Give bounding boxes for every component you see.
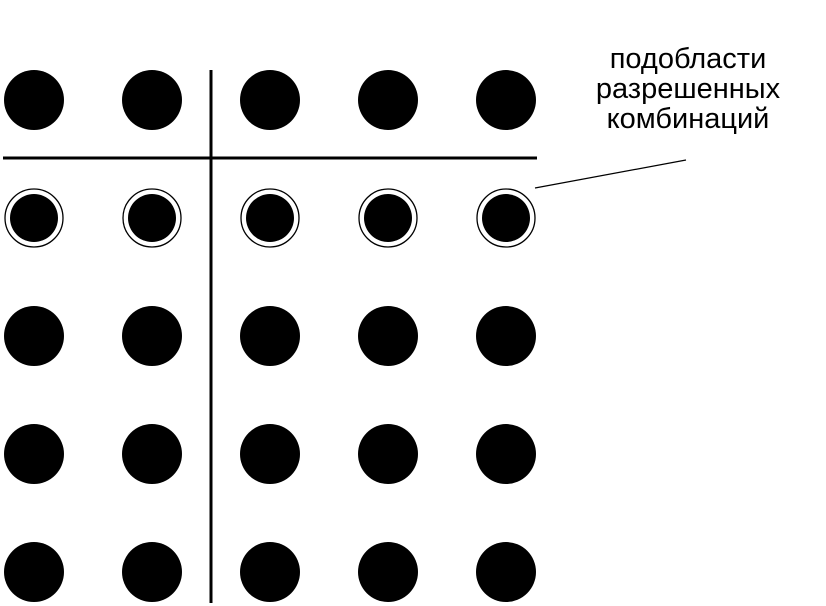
highlighted-dot-r1-c3 — [364, 194, 412, 242]
dot-r2-c2 — [240, 306, 300, 366]
dot-r3-c2 — [240, 424, 300, 484]
dot-r2-c0 — [4, 306, 64, 366]
callout-label: подобласти разрешенных комбинаций — [578, 44, 798, 134]
dot-r0-c4 — [476, 70, 536, 130]
dot-r4-c2 — [240, 542, 300, 602]
callout-label-line-1: подобласти — [609, 43, 767, 75]
callout-label-line-3: комбинаций — [606, 103, 770, 135]
highlight-ring-r1-c0 — [4, 188, 64, 248]
dot-r4-c4 — [476, 542, 536, 602]
dot-r3-c0 — [4, 424, 64, 484]
dot-r2-c1 — [122, 306, 182, 366]
dot-r2-c3 — [358, 306, 418, 366]
callout-leader-line — [534, 159, 687, 189]
dot-r2-c4 — [476, 306, 536, 366]
dot-r4-c3 — [358, 542, 418, 602]
dot-r3-c4 — [476, 424, 536, 484]
dot-r0-c1 — [122, 70, 182, 130]
callout-label-line-2: разрешенных — [595, 73, 781, 105]
dot-r4-c1 — [122, 542, 182, 602]
dot-r3-c3 — [358, 424, 418, 484]
highlight-ring-r1-c2 — [240, 188, 300, 248]
highlight-ring-r1-c1 — [122, 188, 182, 248]
highlighted-dot-r1-c2 — [246, 194, 294, 242]
dot-r4-c0 — [4, 542, 64, 602]
highlighted-dot-r1-c0 — [10, 194, 58, 242]
highlighted-dot-r1-c4 — [482, 194, 530, 242]
highlight-ring-r1-c4 — [476, 188, 536, 248]
dot-grid — [4, 70, 536, 602]
highlighted-dot-r1-c1 — [128, 194, 176, 242]
highlight-ring-r1-c3 — [358, 188, 418, 248]
dot-r3-c1 — [122, 424, 182, 484]
dot-r0-c0 — [4, 70, 64, 130]
dot-r0-c2 — [240, 70, 300, 130]
dot-r0-c3 — [358, 70, 418, 130]
